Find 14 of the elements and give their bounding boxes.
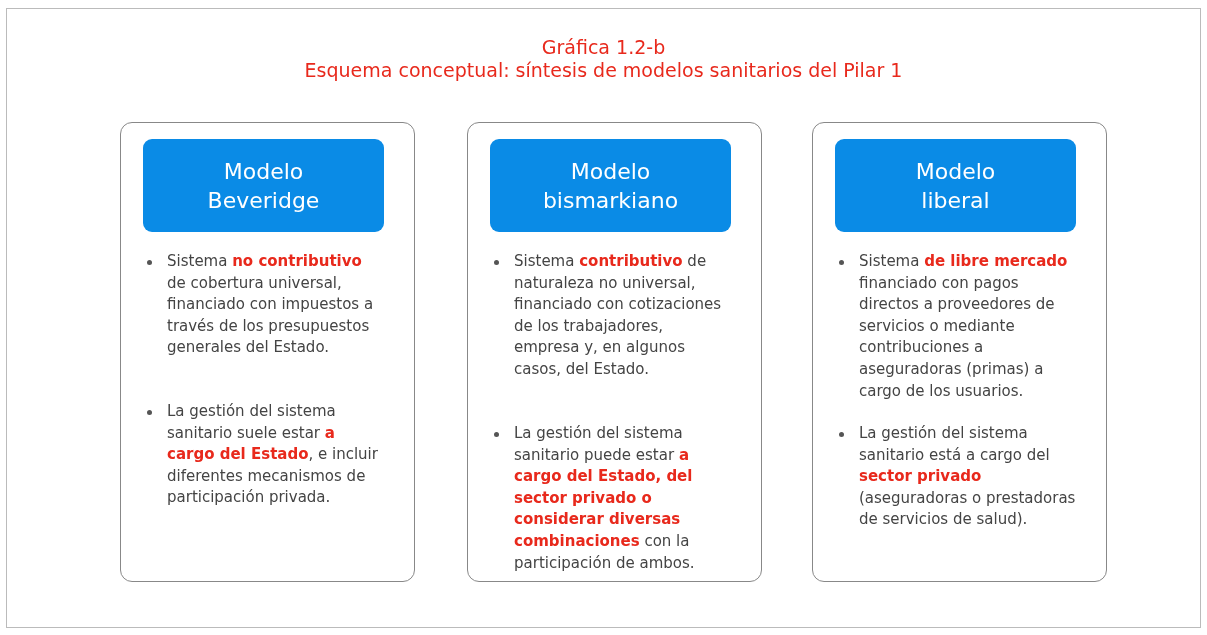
model-card [467, 122, 762, 582]
bullet-text: Sistema no contributivo de cobertura universal, financiado con impuestos a través de los presupuestos generales del Estado. [167, 251, 375, 359]
model-header: Modelo Beveridge [143, 139, 384, 232]
bullet-text: Sistema de libre mercado financiado con pagos directos a proveedores de servicios o mediante contribuciones a aseguradoras (primas) a cargo de los usuarios. [859, 251, 1069, 402]
bullet-text: La gestión del sistema sanitario puede estar a cargo del Estado, del sector privado o considerar diversas combinaciones con la participación de ambos. [514, 423, 696, 574]
bullet-text: Sistema contributivo de naturaleza no universal, financiado con cotizaciones de los trabajadores, empresa y, en algunos casos, del Estado. [514, 251, 723, 380]
model-card [120, 122, 415, 582]
figure-subtitle: Esquema conceptual: síntesis de modelos sanitarios del Pilar 1 [303, 59, 904, 81]
bullet-text: La gestión del sistema sanitario está a cargo del sector privado (aseguradoras o prestadoras de servicios de salud). [859, 423, 1077, 531]
model-card [812, 122, 1107, 582]
figure-title: Gráfica 1.2-b [540, 36, 667, 58]
bullet-text: La gestión del sistema sanitario suele estar a cargo del Estado, e incluir diferentes mecanismos de participación privada. [167, 401, 379, 509]
model-header: Modelo bismarkiano [490, 139, 731, 232]
model-header: Modelo liberal [835, 139, 1076, 232]
